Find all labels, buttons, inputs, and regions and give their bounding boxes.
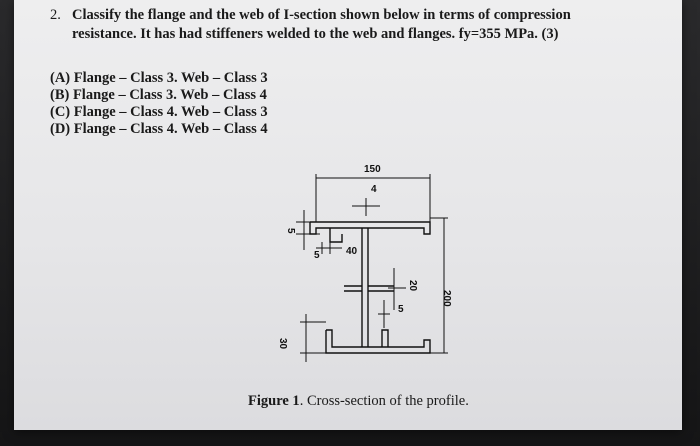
cross-section-figure: 150 4 5 5 40 20 5 200 30 bbox=[277, 164, 452, 362]
dim-bottom-lip: 30 bbox=[277, 338, 288, 350]
dim-lip-width: 5 bbox=[314, 250, 320, 261]
answer-options: (A) Flange – Class 3. Web – Class 3 (B) … bbox=[50, 70, 268, 138]
dim-top-lip: 5 bbox=[285, 228, 296, 234]
question-number: 2. bbox=[50, 7, 61, 23]
option-c[interactable]: (C) Flange – Class 4. Web – Class 3 bbox=[50, 104, 268, 120]
dim-overall-depth: 200 bbox=[441, 290, 452, 307]
option-d[interactable]: (D) Flange – Class 4. Web – Class 4 bbox=[50, 121, 268, 137]
figure-caption-label: Figure 1 bbox=[248, 393, 300, 409]
question-text: 2. Classify the flange and the web of I-s… bbox=[50, 6, 670, 44]
option-a[interactable]: (A) Flange – Class 3. Web – Class 3 bbox=[50, 70, 268, 86]
dim-flange-width: 150 bbox=[364, 164, 381, 175]
dim-stiffener-depth: 40 bbox=[346, 246, 358, 257]
dimension-lines bbox=[296, 174, 448, 362]
paper-sheet: 2. Classify the flange and the web of I-s… bbox=[14, 0, 682, 430]
dim-flange-thickness: 4 bbox=[371, 184, 377, 195]
dim-web-stiffener: 20 bbox=[407, 280, 418, 292]
figure-caption: Figure 1. Cross-section of the profile. bbox=[248, 393, 469, 410]
question-line-1: Classify the flange and the web of I-sec… bbox=[72, 7, 571, 23]
question-line-2: resistance. It has had stiffeners welded… bbox=[72, 26, 559, 42]
figure-caption-text: . Cross-section of the profile. bbox=[299, 393, 469, 409]
dim-web-thickness: 5 bbox=[398, 304, 404, 315]
option-b[interactable]: (B) Flange – Class 3. Web – Class 4 bbox=[50, 87, 267, 103]
